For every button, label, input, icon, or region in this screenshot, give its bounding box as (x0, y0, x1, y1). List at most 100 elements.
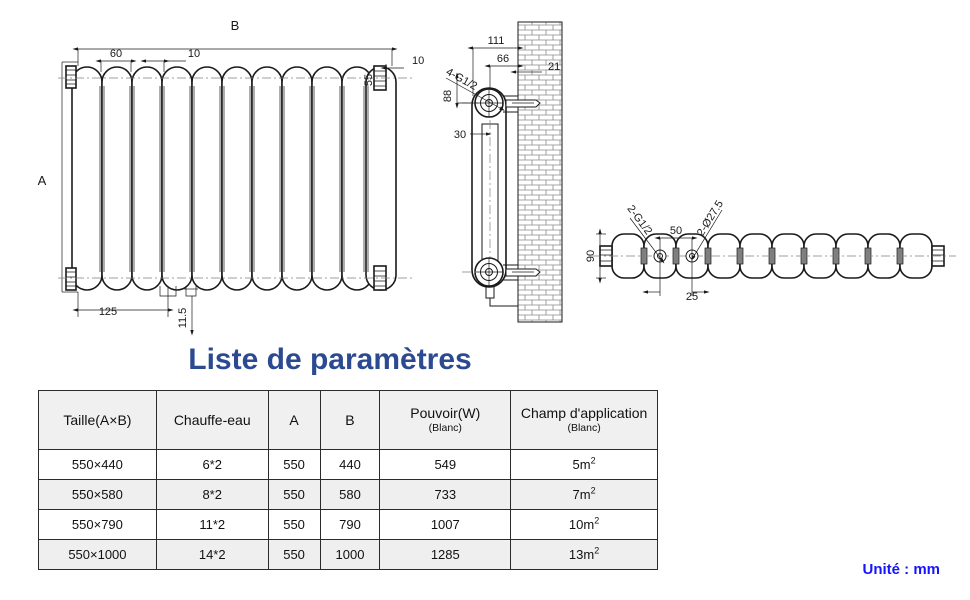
cell-power: 733 (379, 479, 512, 510)
front-view-dim-endcap: 10 (380, 55, 424, 76)
table-row: 550×440 6*2 550 440 549 5m2 (38, 449, 658, 480)
cell-field-unit: m (583, 517, 595, 532)
cell-power: 1285 (379, 539, 512, 570)
side-view-radiator-profile (462, 87, 541, 307)
cell-a: 550 (267, 539, 321, 570)
side-view-wall-anchor-top (505, 99, 541, 108)
front-view-dim-55: 55 (363, 74, 375, 86)
front-view-bracket-notch (159, 286, 198, 297)
col-header-heater: Chauffe-eau (155, 390, 269, 450)
top-view-dim-hole-offset: 25 (642, 290, 710, 303)
cell-a: 550 (267, 479, 321, 510)
cell-size: 550×1000 (38, 539, 157, 570)
cell-field: 13m2 (510, 539, 658, 570)
front-view-dim-bracket-thickness: 11.5 (177, 296, 194, 336)
front-view-radiator-body (58, 65, 412, 291)
col-header-field-sub: (Blanc) (567, 421, 601, 434)
parameter-table: Taille(A×B) Chauffe-eau A B Pouvoir(W) (… (38, 390, 658, 570)
cell-size: 550×440 (38, 449, 157, 480)
cell-power: 549 (379, 449, 512, 480)
table-row: 550×790 11*2 550 790 1007 10m2 (38, 509, 658, 540)
title-block: Liste de paramètres (0, 343, 660, 377)
cell-b: 1000 (319, 539, 381, 570)
cell-field-exponent: 2 (590, 485, 596, 496)
side-view-wall-anchor-bottom (505, 268, 541, 277)
top-view-label-2-D275: 2-Ø27.5 (695, 198, 726, 238)
side-view-dim-21: 21 (548, 61, 560, 73)
front-view-right-cap (373, 65, 387, 291)
front-view-dim-header: 55 (363, 74, 375, 86)
cell-heater: 14*2 (155, 539, 269, 570)
front-view-dim-11-5: 11.5 (177, 308, 189, 329)
table-body: 550×440 6*2 550 440 549 5m2 550×580 8*2 … (38, 449, 658, 570)
cell-heater: 8*2 (155, 479, 269, 510)
col-header-size-text: Taille(A×B) (63, 412, 132, 428)
table-header-row: Taille(A×B) Chauffe-eau A B Pouvoir(W) (… (38, 390, 658, 450)
cell-field-value: 7 (572, 487, 580, 502)
cell-size: 550×580 (38, 479, 157, 510)
cell-heater: 6*2 (155, 449, 269, 480)
col-header-a-text: A (289, 412, 299, 428)
cell-field-exponent: 2 (594, 515, 600, 526)
cell-field-unit: m (579, 457, 591, 472)
cell-field-value: 13 (568, 547, 584, 562)
top-view-dim-depth: 90 (585, 228, 606, 284)
parameter-table-wrapper: Taille(A×B) Chauffe-eau A B Pouvoir(W) (… (38, 390, 658, 570)
cell-b: 790 (319, 509, 381, 540)
cell-field: 10m2 (510, 509, 658, 540)
top-view-dim-25: 25 (686, 291, 698, 303)
front-view-dim-B: B (72, 18, 398, 66)
col-header-field-text: Champ d'application (520, 404, 648, 421)
side-view-dim-30: 30 (454, 129, 466, 141)
top-view-label-2-G12: 2-G1/2 (624, 203, 654, 237)
front-view-dim-pitch: 60 (95, 48, 137, 72)
col-header-power: Pouvoir(W) (Blanc) (379, 390, 512, 450)
cell-power: 1007 (379, 509, 512, 540)
cell-a: 550 (267, 449, 321, 480)
cell-field-value: 5 (572, 457, 580, 472)
cell-field-unit: m (583, 547, 595, 562)
unit-note: Unité : mm (862, 561, 940, 578)
front-view-dim-bracket-offset: 125 (72, 286, 174, 318)
cell-a: 550 (267, 509, 321, 540)
side-view: 111 66 21 (442, 21, 563, 323)
col-header-power-sub: (Blanc) (428, 421, 462, 434)
top-view: 90 2-G1/2 2-Ø27.5 50 25 (585, 198, 956, 303)
cell-size: 550×790 (38, 509, 157, 540)
col-header-b-text: B (345, 412, 355, 428)
side-view-dim-top-center: 88 (442, 72, 478, 109)
cell-b: 440 (319, 449, 381, 480)
cell-b: 580 (319, 479, 381, 510)
side-view-dim-88: 88 (442, 90, 454, 102)
cell-field-exponent: 2 (594, 545, 600, 556)
front-view-label-B: B (231, 18, 240, 33)
top-view-dim-90: 90 (585, 250, 597, 262)
front-view-dim-60: 60 (110, 48, 122, 60)
front-view-label-A: A (38, 173, 47, 188)
cell-field: 5m2 (510, 449, 658, 480)
cell-field-value: 10 (568, 517, 584, 532)
side-view-label-4-G12: 4-G1/2 (444, 66, 479, 93)
col-header-heater-text: Chauffe-eau (173, 412, 251, 428)
technical-drawing-area: B A (38, 18, 956, 336)
side-view-dim-depth: 111 (467, 35, 524, 96)
cell-heater: 11*2 (155, 509, 269, 540)
top-view-sections (592, 233, 956, 279)
col-header-a: A (267, 390, 321, 450)
cell-field: 7m2 (510, 479, 658, 510)
side-view-dim-body-offset: 30 (454, 129, 492, 141)
table-row: 550×580 8*2 550 580 733 7m2 (38, 479, 658, 510)
side-view-dim-anchor: 21 (510, 61, 560, 74)
front-view-dim-10-gap: 10 (188, 48, 200, 60)
front-view-left-cap (65, 65, 77, 291)
side-view-bottom-fitting (474, 257, 504, 287)
col-header-field: Champ d'application (Blanc) (510, 390, 658, 450)
cell-field-exponent: 2 (590, 455, 596, 466)
table-head: Taille(A×B) Chauffe-eau A B Pouvoir(W) (… (38, 390, 658, 450)
col-header-size: Taille(A×B) (38, 390, 157, 450)
side-view-top-fitting (474, 88, 504, 118)
page-title: Liste de paramètres (188, 343, 472, 376)
front-view-dim-gap: 10 (140, 48, 200, 72)
table-row: 550×1000 14*2 550 1000 1285 13m2 (38, 539, 658, 570)
top-view-dim-50: 50 (670, 225, 682, 237)
